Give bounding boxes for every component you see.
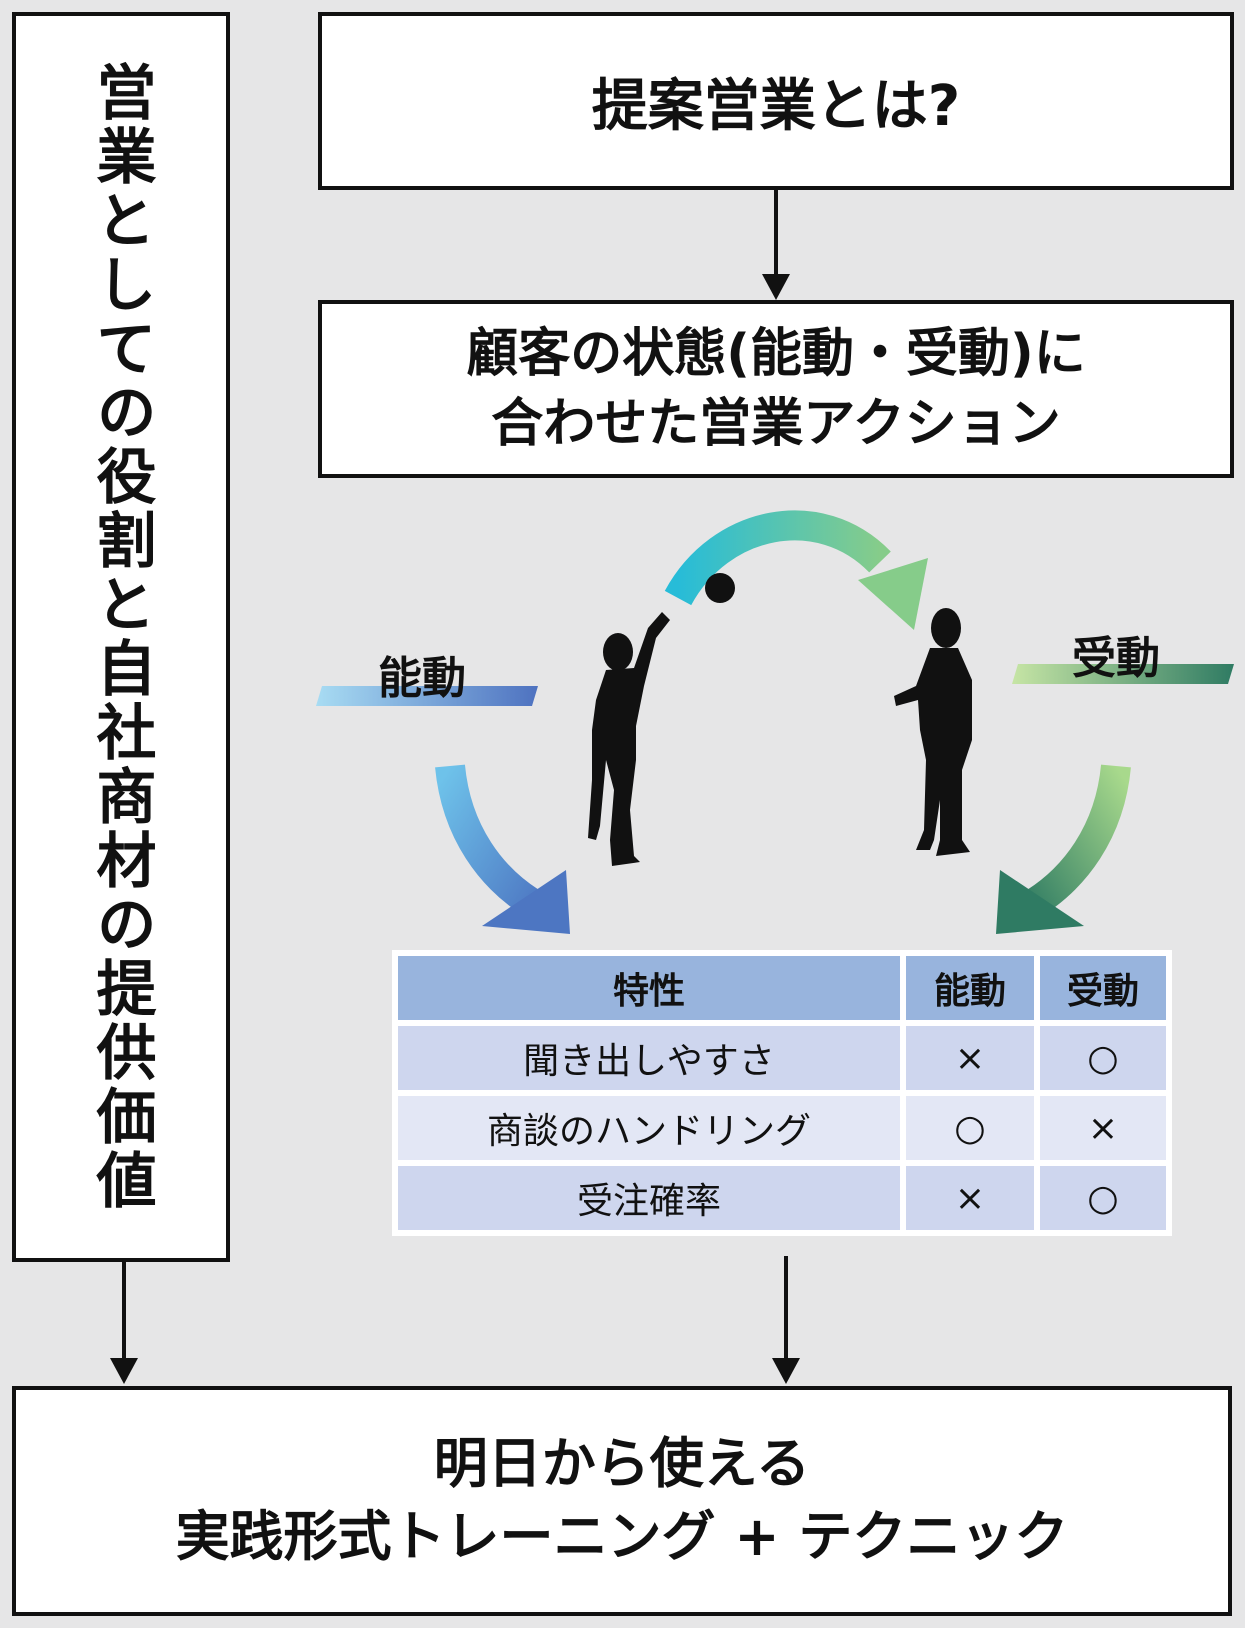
passive-label: 受動 — [1072, 633, 1160, 684]
role-value-text: 営業としての役割と自社商材の提供価値 — [86, 61, 156, 1213]
header-characteristic: 特性 — [398, 956, 900, 1020]
throw-arc — [664, 510, 891, 606]
row-active-mark: × — [906, 1166, 1034, 1230]
arrow-top-to-mid-head — [762, 274, 790, 300]
arrow-table-to-bottom-head — [772, 1358, 800, 1384]
training-box: 明日から使える 実践形式トレーニング + テクニック — [12, 1386, 1232, 1616]
person-thrower — [588, 612, 670, 866]
table-row: 聞き出しやすさ × ○ — [398, 1026, 1166, 1090]
header-active: 能動 — [906, 956, 1034, 1020]
proposal-sales-box: 提案営業とは? — [318, 12, 1234, 190]
down-arrow-right-head — [996, 870, 1084, 934]
sales-action-line2: 合わせた営業アクション — [491, 394, 1061, 454]
arrow-top-to-mid — [774, 190, 778, 276]
throw-arc-head — [858, 558, 928, 630]
header-passive: 受動 — [1040, 956, 1166, 1020]
row-name: 受注確率 — [398, 1166, 900, 1230]
down-arrow-left-head — [482, 870, 570, 934]
arrow-left-to-bottom — [122, 1262, 126, 1360]
active-label-bar — [316, 686, 538, 706]
sales-action-line1: 顧客の状態(能動・受動)に — [466, 323, 1086, 384]
person-receiver — [894, 608, 972, 856]
ball — [705, 573, 735, 603]
row-name: 商談のハンドリング — [398, 1096, 900, 1160]
arrow-left-to-bottom-head — [110, 1358, 138, 1384]
row-passive-mark: × — [1040, 1096, 1166, 1160]
training-line1: 明日から使える — [433, 1432, 811, 1496]
role-value-box: 営業としての役割と自社商材の提供価値 — [12, 12, 230, 1262]
row-passive-mark: ○ — [1040, 1166, 1166, 1230]
row-passive-mark: ○ — [1040, 1026, 1166, 1090]
down-arrow-left — [435, 764, 548, 922]
training-line2: 実践形式トレーニング + テクニック — [175, 1505, 1069, 1568]
table-row: 受注確率 × ○ — [398, 1166, 1166, 1230]
table-header-row: 特性 能動 受動 — [398, 956, 1166, 1020]
row-active-mark: × — [906, 1026, 1034, 1090]
down-arrow-right — [1018, 764, 1131, 922]
active-label: 能動 — [378, 653, 466, 704]
row-active-mark: ○ — [906, 1096, 1034, 1160]
characteristics-table: 特性 能動 受動 聞き出しやすさ × ○ 商談のハンドリング ○ × 受注確率 … — [392, 950, 1172, 1236]
table-row: 商談のハンドリング ○ × — [398, 1096, 1166, 1160]
arrow-table-to-bottom — [784, 1256, 788, 1360]
sales-action-box: 顧客の状態(能動・受動)に 合わせた営業アクション — [318, 300, 1234, 478]
passive-label-bar — [1012, 664, 1234, 684]
proposal-sales-text: 提案営業とは? — [591, 73, 961, 139]
row-name: 聞き出しやすさ — [398, 1026, 900, 1090]
